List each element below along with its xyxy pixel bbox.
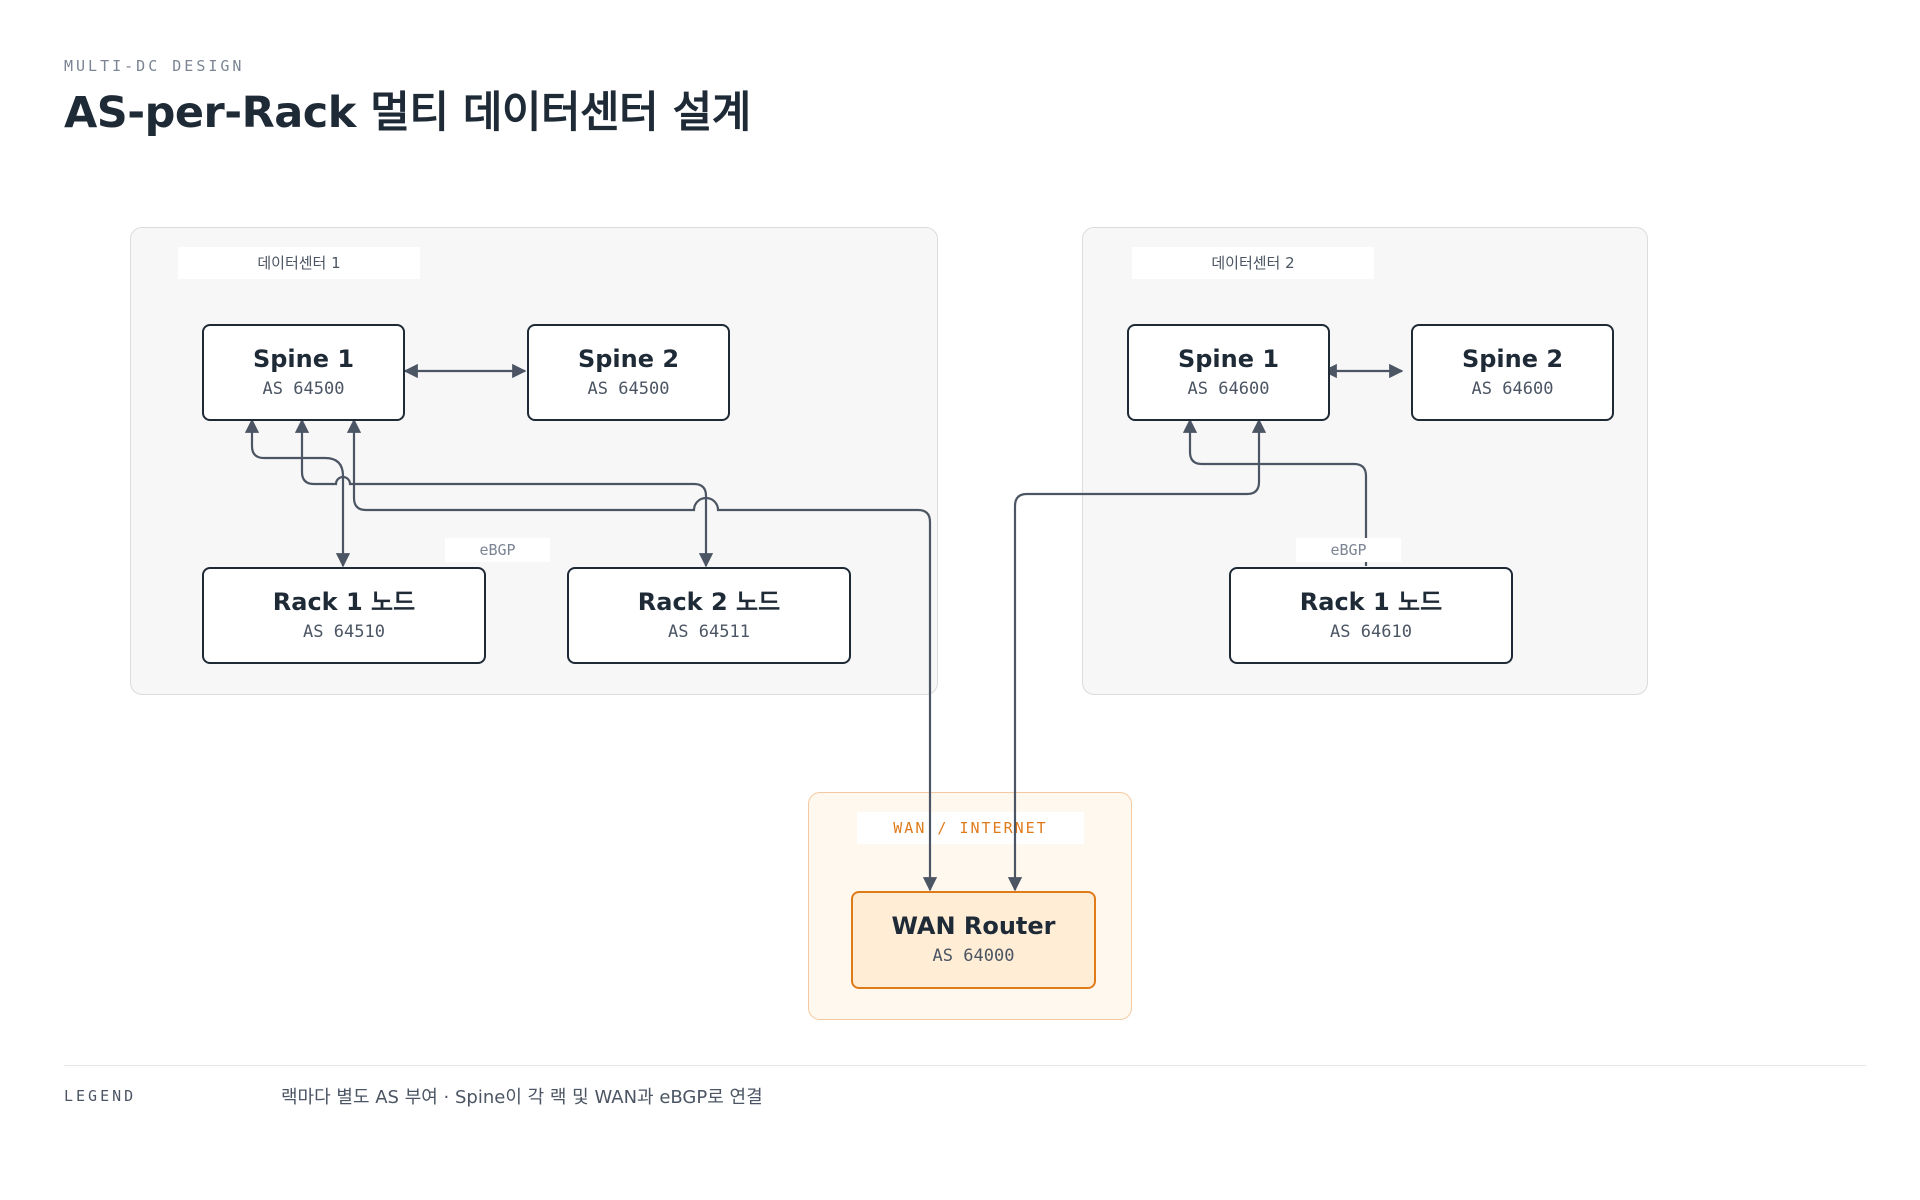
edge-label-dc2-ebgp: eBGP [1296, 538, 1401, 562]
node-as-number: AS 64600 [1187, 378, 1270, 399]
node-as-number: AS 64500 [587, 378, 670, 399]
legend-divider [64, 1065, 1866, 1066]
node-dc1-spine-2[interactable]: Spine 2 AS 64500 [527, 324, 730, 421]
node-name: Spine 2 [577, 344, 680, 373]
edge-dc1-spine1-wan-router [346, 418, 938, 892]
node-name: Spine 1 [1177, 344, 1280, 373]
node-as-number: AS 64610 [1330, 621, 1412, 642]
node-name: Rack 2 노드 [637, 587, 781, 616]
node-name: WAN Router [891, 912, 1056, 940]
node-as-number: AS 64600 [1471, 378, 1554, 399]
node-wan-router[interactable]: WAN Router AS 64000 [851, 891, 1096, 989]
legend-label: LEGEND [64, 1087, 137, 1105]
diagram-title: AS-per-Rack 멀티 데이터센터 설계 [64, 88, 751, 138]
node-name: Rack 1 노드 [1299, 587, 1443, 616]
cluster-label-datacenter-2: 데이터센터 2 [1132, 247, 1374, 279]
edge-label-dc1-ebgp: eBGP [445, 538, 550, 562]
cluster-label-datacenter-1: 데이터센터 1 [178, 247, 420, 279]
node-name: Spine 2 [1461, 344, 1564, 373]
node-dc2-spine-1[interactable]: Spine 1 AS 64600 [1127, 324, 1330, 421]
node-dc1-rack-1[interactable]: Rack 1 노드 AS 64510 [202, 567, 486, 664]
diagram-eyebrow: MULTI-DC DESIGN [64, 57, 245, 75]
node-dc1-spine-1[interactable]: Spine 1 AS 64500 [202, 324, 405, 421]
edge-dc1-rack1-spine1 [244, 418, 351, 568]
node-name: Spine 1 [252, 344, 355, 373]
node-dc1-rack-2[interactable]: Rack 2 노드 AS 64511 [567, 567, 851, 664]
node-as-number: AS 64000 [932, 946, 1015, 966]
node-dc2-rack-1[interactable]: Rack 1 노드 AS 64610 [1229, 567, 1513, 664]
node-as-number: AS 64500 [262, 378, 345, 399]
edge-dc2-spine1-wan-router [1007, 418, 1267, 892]
legend-text: 랙마다 별도 AS 부여 · Spine이 각 랙 및 WAN과 eBGP로 연… [281, 1087, 763, 1108]
node-as-number: AS 64511 [668, 621, 750, 642]
node-as-number: AS 64510 [303, 621, 385, 642]
node-dc2-spine-2[interactable]: Spine 2 AS 64600 [1411, 324, 1614, 421]
node-name: Rack 1 노드 [272, 587, 416, 616]
